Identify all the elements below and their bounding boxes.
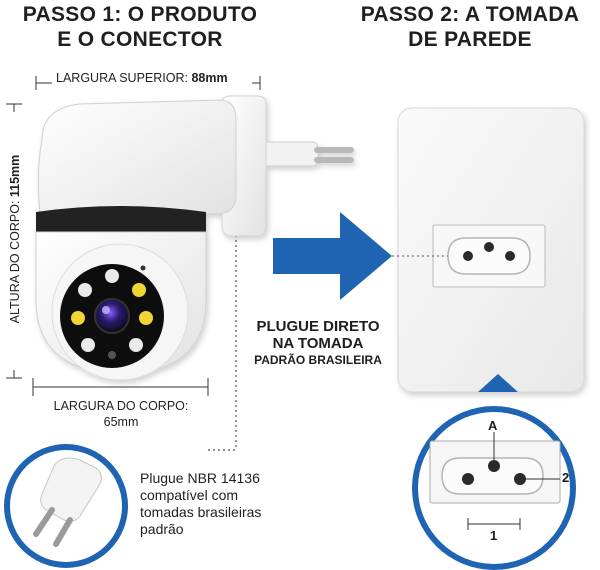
camera-led-ring: [71, 269, 153, 359]
body-width-dimension: [32, 378, 209, 396]
step1-title-line1: PASSO 1: O PRODUTO: [22, 3, 258, 26]
body-height-dimension: [6, 103, 22, 379]
plug-note-line2: compatível com: [140, 487, 239, 503]
cta-line3: PADRÃO BRASILEIRA: [254, 353, 382, 367]
cta-line1: PLUGUE DIRETO: [256, 318, 380, 335]
body-width-value: 65mm: [103, 415, 139, 429]
socket-zoom: [412, 374, 576, 570]
wall-plate: [397, 107, 585, 393]
step1-title-line2: E O CONECTOR: [57, 28, 223, 51]
camera-lens-icon: [94, 298, 130, 334]
body-height-label: ALTURA DO CORPO: 115mm: [8, 99, 22, 379]
plug-note-line1: Plugue NBR 14136: [140, 470, 260, 486]
camera-product: [35, 95, 354, 381]
step2-title: PASSO 2: A TOMADA DE PAREDE: [340, 2, 600, 52]
socket-label-a: A: [488, 418, 498, 433]
body-height-value: 115mm: [8, 154, 22, 198]
plug-icon: [4, 444, 128, 568]
body-height-label-text: ALTURA DO CORPO:: [8, 200, 22, 324]
camera-plug-prongs: [261, 141, 354, 167]
top-width-label: LARGURA SUPERIOR: 88mm: [56, 71, 228, 85]
socket-label-1: 1: [490, 528, 498, 543]
body-width-label-text: LARGURA DO CORPO:: [53, 399, 189, 413]
body-width-label: LARGURA DO CORPO: 65mm: [30, 398, 212, 430]
step1-title: PASSO 1: O PRODUTO E O CONECTOR: [0, 2, 280, 52]
arrow-right-icon: [273, 212, 392, 300]
plug-note-line4: padrão: [140, 521, 184, 537]
top-width-dimension: [35, 76, 261, 90]
cta-line2: NA TOMADA: [272, 335, 364, 352]
socket-icon: [447, 237, 531, 275]
step2-title-line2: DE PAREDE: [408, 28, 532, 51]
step2-title-line1: PASSO 2: A TOMADA: [360, 3, 580, 26]
socket-label-2: 2: [562, 470, 570, 485]
plug-note-line3: tomadas brasileiras: [140, 504, 262, 520]
plug-direct-cta: PLUGUE DIRETO NA TOMADA PADRÃO BRASILEIR…: [238, 318, 398, 369]
top-width-value: 88mm: [191, 71, 228, 85]
top-width-label-text: LARGURA SUPERIOR:: [56, 71, 188, 85]
plug-note: Plugue NBR 14136 compatível com tomadas …: [140, 470, 310, 538]
